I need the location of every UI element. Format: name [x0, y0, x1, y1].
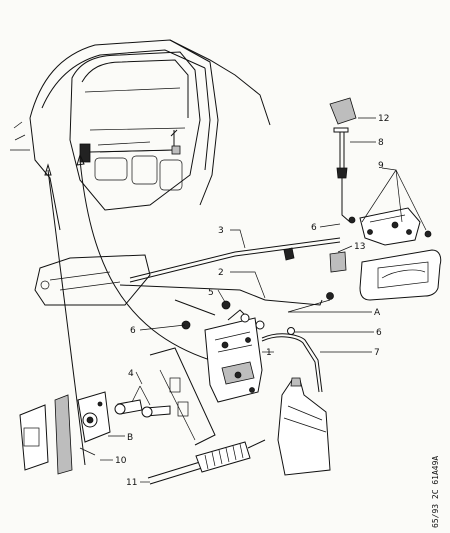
- spring-tool: [147, 439, 266, 485]
- lock-cylinder-assembly: [329, 97, 432, 246]
- callout-leaders: [100, 117, 427, 483]
- interior-handle-assembly: [329, 249, 442, 301]
- reference-code: 65/93 2C 61A49A: [431, 456, 440, 528]
- callout-11: 11: [126, 478, 137, 488]
- callout-1: 1: [266, 348, 272, 358]
- callout-4: 4: [128, 369, 134, 379]
- callout-6-right: 6: [376, 328, 382, 338]
- control-rods: [119, 237, 341, 316]
- callout-3: 3: [218, 226, 224, 236]
- grease-bottle: [277, 377, 331, 476]
- leader-arrows: [44, 153, 211, 466]
- callout-9: 9: [378, 161, 384, 171]
- callout-A: A: [374, 308, 381, 318]
- callout-6-upper: 6: [311, 223, 317, 233]
- callout-12: 12: [378, 114, 389, 124]
- callout-7: 7: [374, 348, 380, 358]
- callout-6-left: 6: [130, 326, 136, 336]
- door-edge-and-bolts: [114, 347, 216, 446]
- callout-B: B: [127, 433, 133, 443]
- door-lock-mechanism: [204, 309, 265, 403]
- callout-2: 2: [218, 268, 224, 278]
- fasteners: [181, 292, 334, 335]
- callout-5: 5: [208, 288, 214, 298]
- callout-8: 8: [378, 138, 384, 148]
- callout-13: 13: [354, 242, 365, 252]
- callout-10: 10: [115, 456, 127, 466]
- release-cable: [261, 333, 323, 393]
- striker-assembly: [19, 391, 111, 475]
- car-body-outline: [10, 39, 271, 306]
